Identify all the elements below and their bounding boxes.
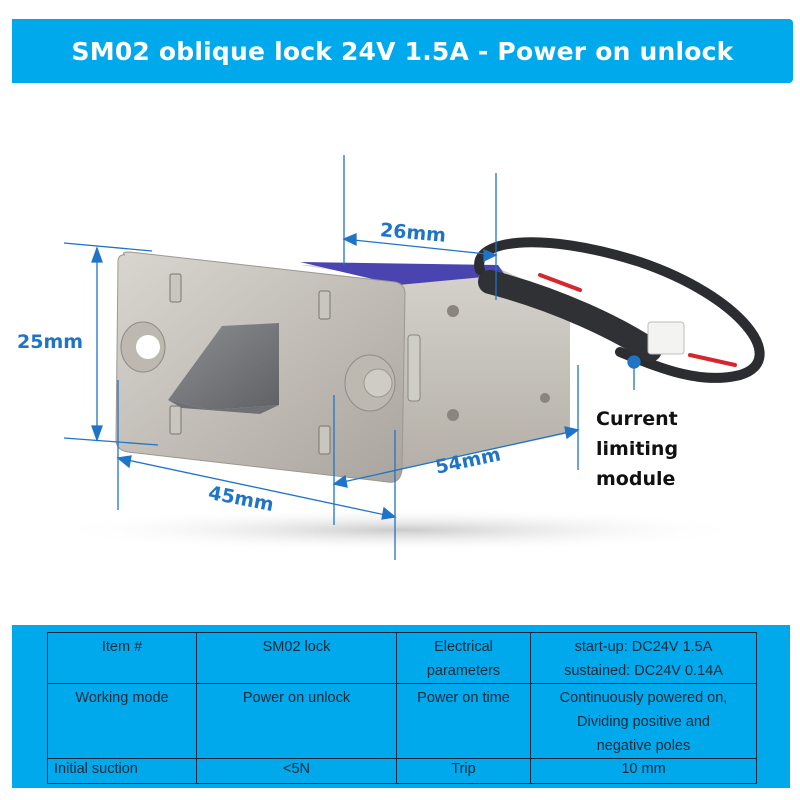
banner-title: SM02 oblique lock 24V 1.5A - Power on un… — [71, 36, 734, 66]
value-line: Dividing positive and — [577, 714, 710, 730]
dimension-lines — [63, 155, 641, 560]
current-limiting-module-callout: Current limiting module — [596, 404, 678, 494]
label-electrical-parameters: Electrical parameters — [396, 632, 531, 684]
dimension-height-label: 25mm — [17, 331, 84, 353]
label-line: Electrical — [434, 639, 493, 655]
label-initial-suction: Initial suction — [47, 758, 197, 784]
value-initial-suction: <5N — [196, 758, 397, 784]
value-working-mode: Power on unlock — [196, 683, 397, 759]
value-item: SM02 lock — [196, 632, 397, 684]
label-item: Item # — [47, 632, 197, 684]
table-row: Initial suction <5N Trip 10 mm — [47, 758, 757, 784]
lock-body — [300, 262, 570, 470]
floor-shadow — [50, 508, 750, 552]
latch-wedge — [168, 323, 279, 414]
title-banner: SM02 oblique lock 24V 1.5A - Power on un… — [12, 19, 793, 83]
cable — [474, 237, 765, 383]
value-power-on-time: Continuously powered on, Dividing positi… — [530, 683, 757, 759]
callout-line-3: module — [596, 468, 676, 490]
label-line: parameters — [426, 663, 501, 679]
spec-table: Item # SM02 lock Electrical parameters s… — [47, 632, 757, 784]
product-image — [50, 155, 765, 560]
label-working-mode: Working mode — [47, 683, 197, 759]
table-row: Working mode Power on unlock Power on ti… — [47, 683, 757, 759]
value-line: sustained: DC24V 0.14A — [564, 663, 723, 679]
value-line: start-up: DC24V 1.5A — [574, 639, 713, 655]
value-line: negative poles — [596, 738, 691, 754]
value-trip: 10 mm — [530, 758, 757, 784]
callout-line-2: limiting — [596, 438, 679, 460]
value-line: Continuously powered on, — [559, 690, 728, 706]
label-power-on-time: Power on time — [396, 683, 531, 759]
table-row: Item # SM02 lock Electrical parameters s… — [47, 632, 757, 684]
label-trip: Trip — [396, 758, 531, 784]
value-electrical-parameters: start-up: DC24V 1.5A sustained: DC24V 0.… — [530, 632, 757, 684]
callout-line-1: Current — [596, 408, 678, 430]
spec-panel: Item # SM02 lock Electrical parameters s… — [12, 625, 790, 788]
